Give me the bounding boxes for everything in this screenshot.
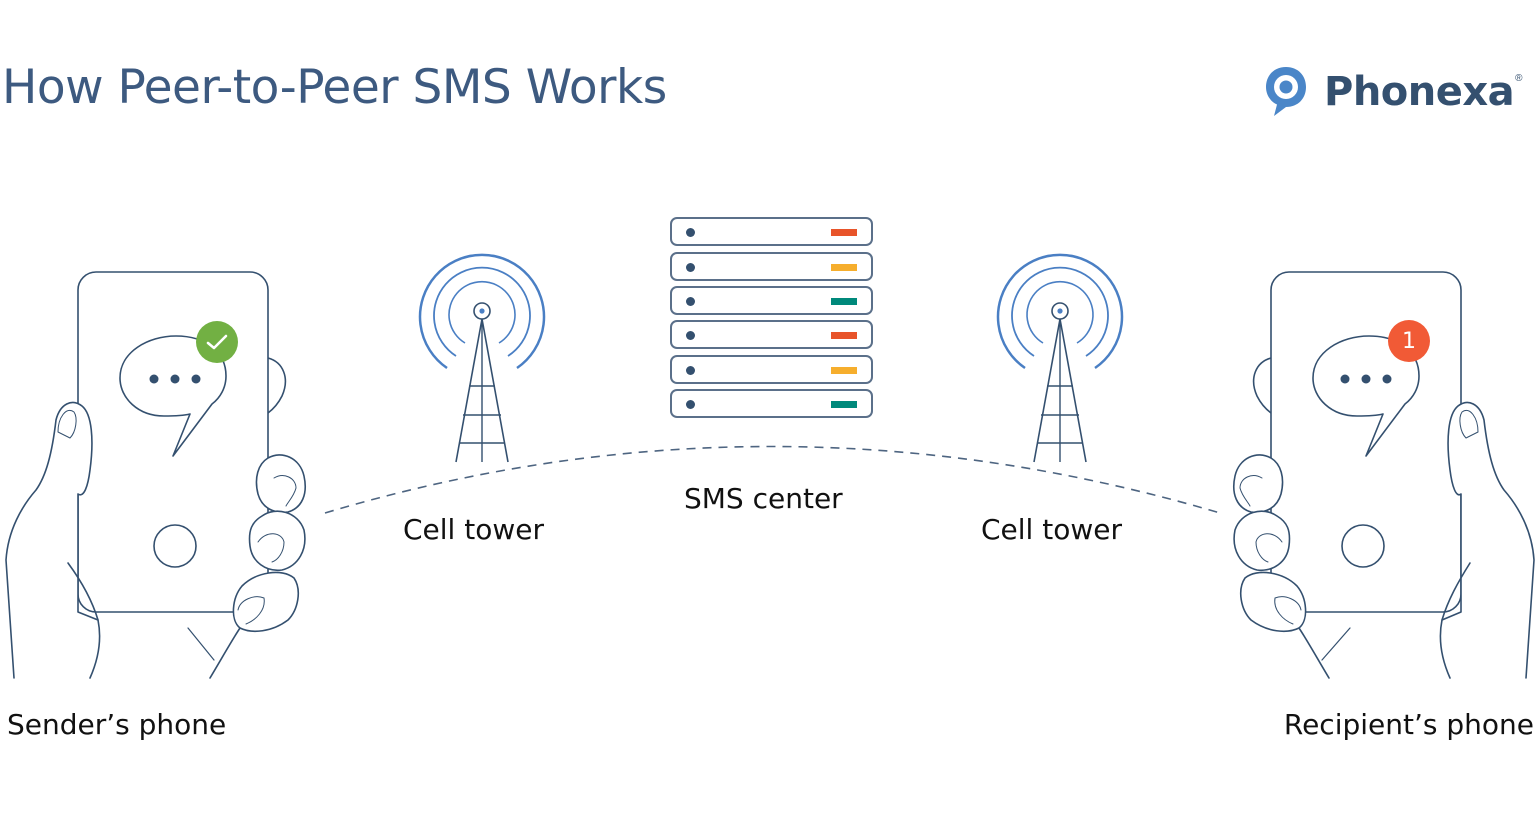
- cell-tower-icon-right: [996, 253, 1124, 463]
- chat-pin-icon: [1266, 67, 1306, 116]
- server-unit: [670, 217, 873, 246]
- recipient-phone-label: Recipient’s phone: [1283, 708, 1534, 741]
- brand-logo: Phonexa ®: [1262, 62, 1523, 122]
- status-bar: [831, 229, 857, 236]
- check-icon: [206, 334, 228, 350]
- status-bar: [831, 332, 857, 339]
- power-led: [686, 263, 695, 272]
- server-unit: [670, 389, 873, 418]
- page-title: How Peer-to-Peer SMS Works: [2, 60, 667, 115]
- cell-tower-left-label: Cell tower: [403, 513, 544, 546]
- sender-phone-illustration: [5, 271, 306, 679]
- power-led: [686, 366, 695, 375]
- status-bar: [831, 264, 857, 271]
- delivered-badge: [196, 321, 238, 363]
- unread-count-badge: 1: [1388, 320, 1430, 362]
- cell-tower-icon-left: [418, 253, 546, 463]
- registered-mark: ®: [1515, 72, 1523, 84]
- message-path: [324, 445, 1221, 514]
- cell-tower-right-label: Cell tower: [981, 513, 1122, 546]
- status-bar: [831, 367, 857, 374]
- status-bar: [831, 401, 857, 408]
- sender-phone-label: Sender’s phone: [7, 708, 227, 741]
- sms-center-label: SMS center: [684, 482, 843, 515]
- status-bar: [831, 298, 857, 305]
- recipient-phone-illustration: [1233, 271, 1535, 679]
- server-unit: [670, 252, 873, 281]
- server-unit: [670, 320, 873, 349]
- power-led: [686, 331, 695, 340]
- brand-name: Phonexa: [1324, 69, 1515, 115]
- unread-count: 1: [1402, 328, 1416, 354]
- power-led: [686, 297, 695, 306]
- power-led: [686, 400, 695, 409]
- server-unit: [670, 355, 873, 384]
- power-led: [686, 228, 695, 237]
- server-unit: [670, 286, 873, 315]
